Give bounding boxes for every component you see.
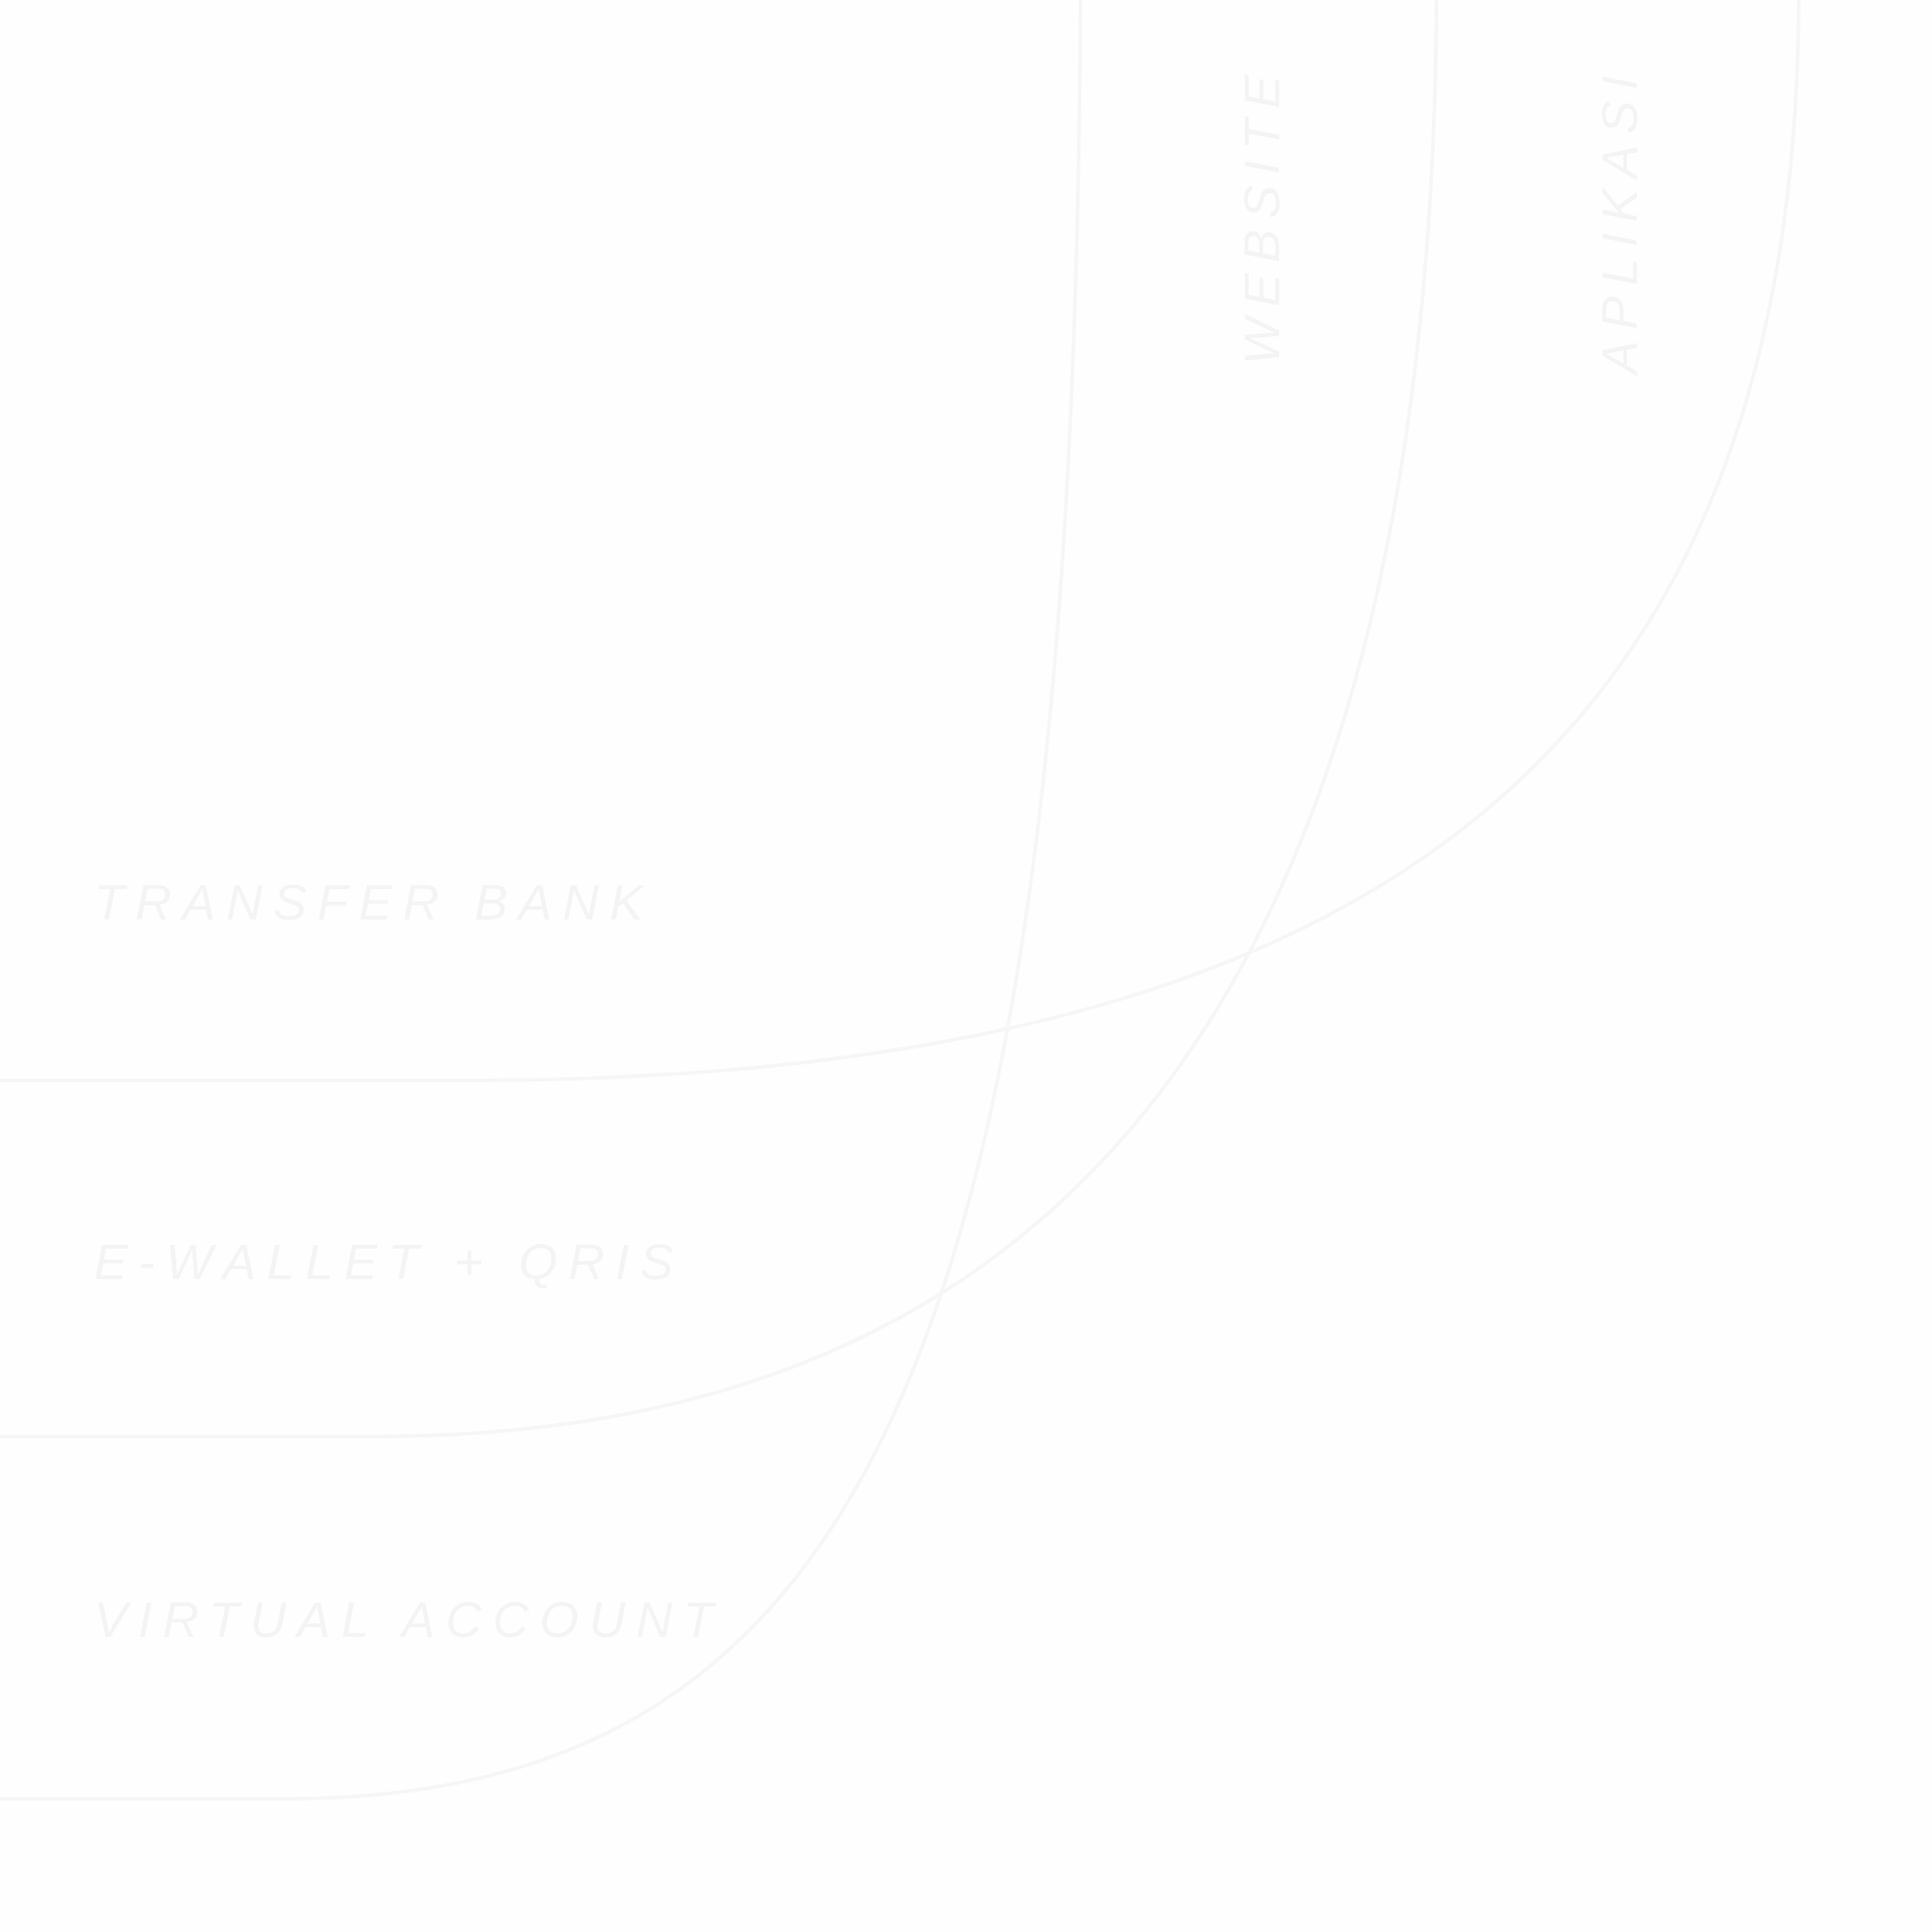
label-aplikasi: APLIKASI (1591, 65, 1648, 377)
lane-line-outer (0, 0, 1799, 1080)
lane-line-middle (0, 0, 1436, 1436)
label-virtual-account: VIRTUAL ACCOUNT (94, 1591, 724, 1648)
label-transfer-bank: TRANSFER BANK (94, 874, 654, 930)
label-website: WEBSITE (1233, 64, 1290, 365)
label-ewallet-qris: E-WALLET + QRIS (94, 1233, 684, 1290)
lane-line-inner (0, 0, 1080, 1799)
